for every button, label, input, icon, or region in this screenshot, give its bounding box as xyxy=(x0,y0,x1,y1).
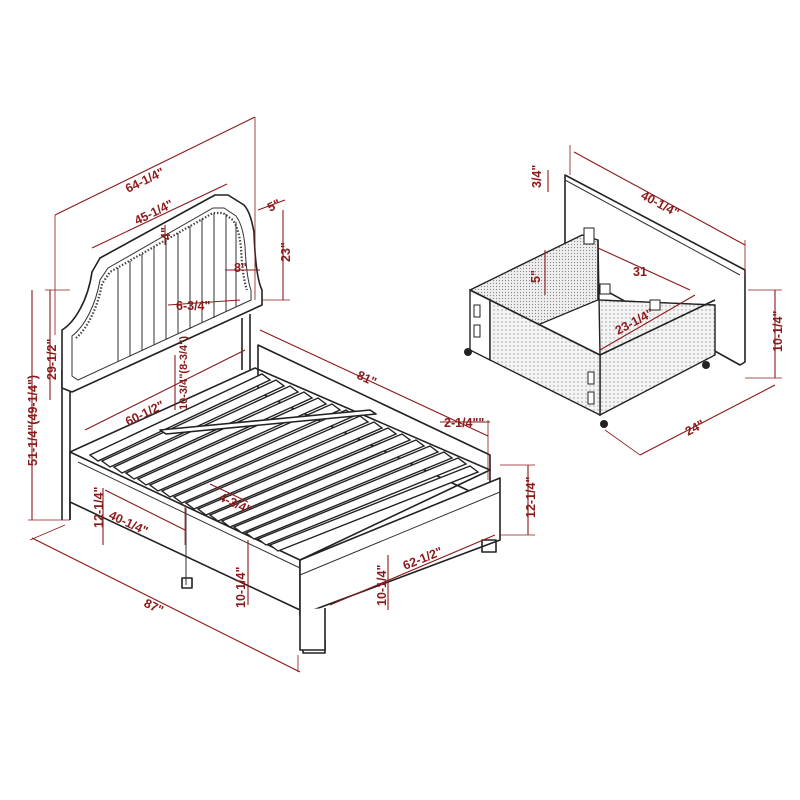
label-frame-height-left: 12-1/4" xyxy=(92,487,106,528)
label-leg-clearance: 10-3/4"(8-3/4") xyxy=(178,336,190,410)
label-drawer-height-side: 10-1/4" xyxy=(375,565,389,606)
label-side-length: 81" xyxy=(355,368,379,389)
label-rail-thickness: 5" xyxy=(265,196,283,214)
label-top-inset: 4" xyxy=(159,227,173,240)
label-panel-spacing: 6-3/4" xyxy=(176,299,210,313)
label-drawer-overall-depth: 24" xyxy=(683,417,707,439)
center-rail xyxy=(159,409,377,435)
label-drawer-front-thickness: 3/4" xyxy=(530,165,544,188)
label-overall-length: 87" xyxy=(142,596,166,617)
bed-drawing xyxy=(61,194,501,654)
drawer-drawing xyxy=(464,174,746,428)
label-foot-offset: 2-1/4"" xyxy=(444,416,484,430)
label-drawer-front-width: 40-1/4" xyxy=(639,188,682,220)
label-headboard-width: 64-1/4" xyxy=(123,165,166,196)
label-headboard-panel-height: 29-1/2" xyxy=(45,339,59,380)
label-panel-width: 8" xyxy=(234,261,247,275)
headboard xyxy=(61,194,263,393)
label-drawer-front-height: 10-1/4" xyxy=(771,311,785,352)
label-overall-height: 51-1/4"(49-1/4") xyxy=(26,375,40,466)
dimension-lines xyxy=(28,116,782,673)
label-drawer-height-front: 10-1/4" xyxy=(234,567,248,608)
label-frame-height-right: 12-1/4" xyxy=(524,477,538,518)
label-drawer-interior-width: 31 xyxy=(633,265,647,279)
label-drawer-interior-depth: 5" xyxy=(529,270,543,283)
label-headboard-side-height: 23" xyxy=(279,242,293,262)
headboard-channels xyxy=(117,213,237,362)
